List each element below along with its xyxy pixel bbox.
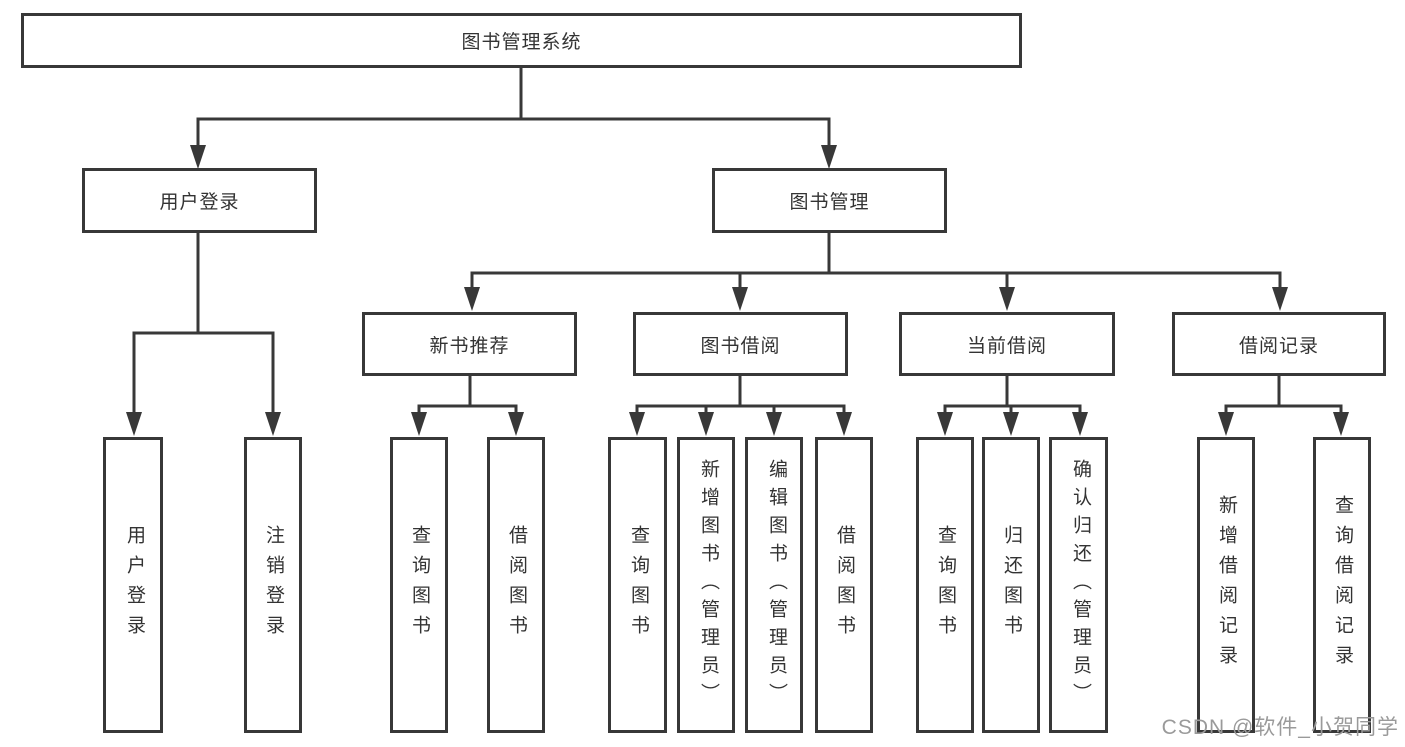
leaf-edit-book-admin: 编辑图书（管理员） [745,437,803,733]
node-label: 查询图书 [628,525,649,645]
arrowheads [126,145,1349,436]
node-new-book-recommendation: 新书推荐 [362,312,577,376]
node-label: 新增图书（管理员） [698,459,719,711]
node-label: 用户登录 [159,192,240,213]
leaf-confirm-return-admin: 确认归还（管理员） [1049,437,1108,733]
leaf-logout: 注销登录 [244,437,302,733]
node-user-login: 用户登录 [82,168,317,233]
node-current-borrowing: 当前借阅 [899,312,1115,376]
node-label: 用户登录 [124,525,145,645]
leaf-query-books-borrowing: 查询图书 [608,437,667,733]
node-label: 查询借阅记录 [1332,495,1353,675]
leaf-query-books-current: 查询图书 [916,437,974,733]
node-label: 新书推荐 [429,335,510,357]
node-label: 查询图书 [409,525,430,645]
leaf-add-book-admin: 新增图书（管理员） [677,437,735,733]
csdn-watermark: CSDN @软件_小贺同学 [1161,716,1399,739]
node-borrowing-records: 借阅记录 [1172,312,1386,376]
leaf-query-books-recommendation: 查询图书 [390,437,448,733]
node-label: 借阅记录 [1238,335,1319,357]
node-label: 借阅图书 [834,525,855,645]
node-label: 图书借阅 [700,335,781,357]
node-label: 图书管理系统 [461,32,582,53]
node-label: 借阅图书 [506,525,527,645]
node-label: 编辑图书（管理员） [766,459,787,711]
leaf-borrow-books-borrowing: 借阅图书 [815,437,873,733]
node-label: 新增借阅记录 [1216,495,1237,675]
node-label: 当前借阅 [966,335,1047,357]
leaf-add-borrow-record: 新增借阅记录 [1197,437,1255,733]
node-library-management-system: 图书管理系统 [21,13,1022,68]
leaf-user-login: 用户登录 [103,437,163,733]
node-label: 图书管理 [789,192,870,213]
leaf-return-book: 归还图书 [982,437,1040,733]
leaf-query-borrow-record: 查询借阅记录 [1313,437,1371,733]
node-label: 查询图书 [935,525,956,645]
node-book-management: 图书管理 [712,168,947,233]
node-book-borrowing: 图书借阅 [633,312,848,376]
node-label: 归还图书 [1001,525,1022,645]
leaf-borrow-books-recommendation: 借阅图书 [487,437,545,733]
node-label: 注销登录 [263,525,284,645]
node-label: 确认归还（管理员） [1070,459,1091,711]
